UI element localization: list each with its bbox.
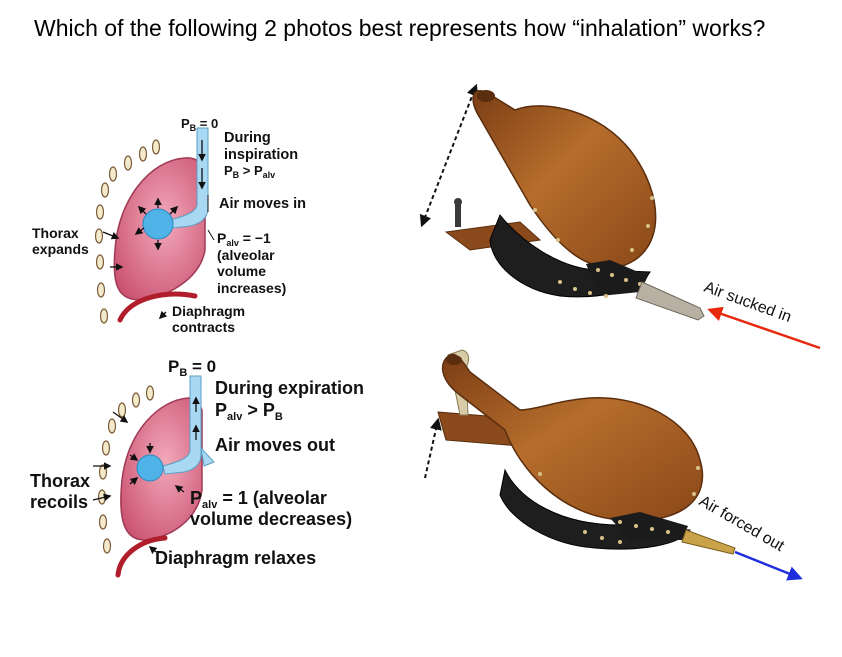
air-out-arrow — [734, 550, 803, 581]
nozzle-top — [635, 281, 705, 321]
expansion-arrows-top — [102, 140, 206, 320]
alveolus-bottom — [136, 454, 164, 482]
pb-label-top: PB = 0 — [181, 116, 218, 133]
motion-arrow-bottom — [424, 417, 442, 479]
air-moves-out: Air moves out — [215, 435, 335, 455]
air-moves-in: Air moves in — [219, 196, 306, 212]
recoil-arrows-bottom — [92, 396, 200, 554]
alveolar-2: volume — [217, 263, 266, 279]
thorax-expands-1: Thorax — [32, 225, 79, 241]
pb-label-bottom: PB = 0 — [168, 357, 216, 379]
during-2-top: inspiration — [224, 147, 298, 163]
alveolus-top — [142, 208, 174, 240]
diaphragm-contracts-2: contracts — [172, 319, 235, 335]
paddle-bottom — [441, 353, 704, 522]
paddle-top — [472, 89, 657, 268]
expiration-diagram: PB = 0 During expiration Palv > PB Air m… — [30, 357, 364, 578]
diaphragm-relaxes: Diaphragm relaxes — [155, 548, 316, 568]
motion-arrow-top — [419, 83, 479, 228]
thorax-expands-2: expands — [32, 241, 89, 257]
during-expiration: During expiration — [215, 378, 364, 398]
question-text: Which of the following 2 photos best rep… — [34, 15, 766, 41]
airway-top — [169, 127, 209, 229]
during-1-top: During — [224, 130, 271, 146]
palv-top: Palv = −1 — [217, 230, 271, 248]
diaphragm-top — [117, 291, 198, 323]
diaphragm-contracts-1: Diaphragm — [172, 303, 245, 319]
palv-gt-pb: Palv > PB — [215, 400, 283, 423]
airway-bottom — [162, 375, 202, 475]
palv-bottom: Palv = 1 (alveolar — [190, 488, 327, 511]
volume-decreases: volume decreases) — [190, 509, 352, 529]
thorax-recoils-1: Thorax — [30, 471, 90, 491]
bellows-top-photo: Air sucked in — [419, 83, 821, 350]
nozzle-bottom — [681, 529, 736, 555]
thorax-recoils-2: recoils — [30, 492, 88, 512]
alveolar-3: increases) — [217, 280, 286, 296]
air-in-arrow — [707, 306, 821, 350]
inspiration-diagram: PB = 0 During inspiration PB > Palv Air … — [32, 116, 306, 335]
diaphragm-bottom — [115, 535, 168, 578]
bellows-bottom-photo: Air forced out — [424, 349, 803, 581]
pb-gt-palv: PB > Palv — [224, 163, 275, 180]
alveolar-1: (alveolar — [217, 247, 275, 263]
ribs-top — [94, 139, 161, 324]
air-sucked-in-label: Air sucked in — [702, 279, 794, 326]
